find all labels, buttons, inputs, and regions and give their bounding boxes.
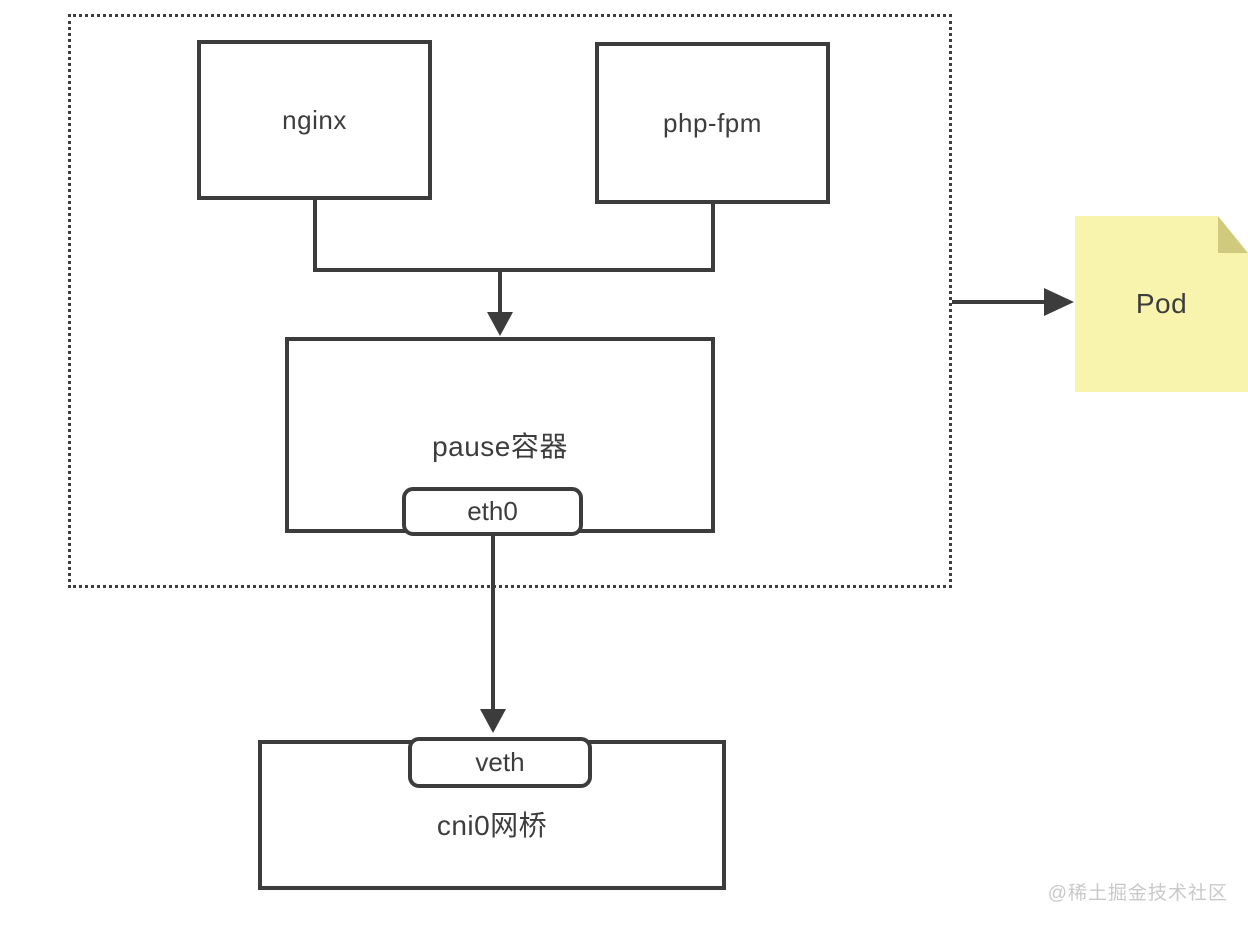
pod-sticky-note: Pod — [1075, 216, 1248, 392]
arrow-to-pod-note-arrowhead-icon — [1044, 288, 1074, 316]
arrow-eth0-to-veth-shaft — [491, 536, 495, 711]
port-veth-label: veth — [475, 747, 525, 777]
pod-boundary-dotted-border — [68, 14, 952, 588]
pod-sticky-note-folded-corner-icon — [1218, 216, 1248, 253]
arrow-to-pause-arrowhead-icon — [487, 312, 513, 336]
node-pause-container-label: pause容器 — [432, 431, 568, 462]
node-cni0-bridge-label: cni0网桥 — [436, 810, 548, 841]
pod-sticky-note-label: Pod — [1135, 288, 1188, 319]
arrow-eth0-to-veth-arrowhead-icon — [480, 709, 506, 733]
connector-join-horizontal — [313, 268, 715, 272]
arrow-to-pause-shaft — [498, 272, 502, 314]
watermark-text: @稀土掘金技术社区 — [1047, 883, 1228, 904]
arrow-to-pod-note-shaft — [952, 300, 1046, 304]
connector-nginx-down — [313, 200, 317, 272]
port-veth: veth — [408, 737, 592, 788]
node-nginx: nginx — [197, 40, 432, 200]
port-eth0: eth0 — [402, 487, 583, 536]
node-php-fpm: php-fpm — [595, 42, 830, 204]
node-nginx-label: nginx — [282, 104, 347, 135]
port-eth0-label: eth0 — [467, 496, 518, 526]
node-php-fpm-label: php-fpm — [663, 107, 762, 138]
connector-php-fpm-down — [711, 204, 715, 272]
